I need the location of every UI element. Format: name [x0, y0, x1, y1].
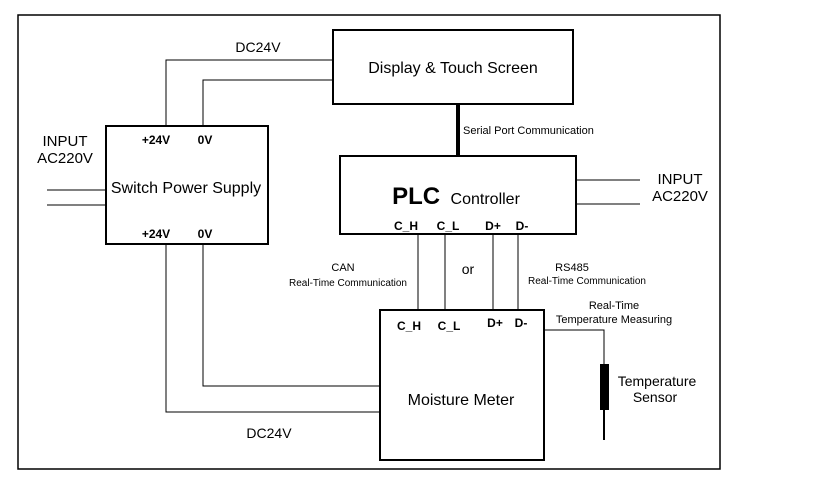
- moisture-title: Moisture Meter: [408, 392, 515, 409]
- ps-bottom-0v: 0V: [198, 227, 213, 241]
- moisture-pin-ch: C_H: [397, 319, 421, 333]
- rs485-subtitle: Real-Time Communication: [528, 276, 646, 287]
- ps-top-24v: +24V: [142, 133, 170, 147]
- temp-sensor-line1: Temperature: [618, 373, 697, 389]
- dc24v-top-wire-zero: [202, 79, 333, 126]
- plc-pin-cl: C_L: [437, 219, 460, 233]
- display-box: [332, 29, 574, 105]
- moisture-pin-cl: C_L: [438, 319, 461, 333]
- temp-sensor-wire: [544, 329, 605, 364]
- dc24v-bottom-label: DC24V: [246, 425, 292, 441]
- display-title: Display & Touch Screen: [368, 60, 538, 77]
- plc-pin-dplus: D+: [485, 219, 501, 233]
- rs485-title: RS485: [555, 262, 589, 274]
- ps-top-0v: 0V: [198, 133, 213, 147]
- plc-box: [339, 155, 577, 235]
- dc24v-top-wire-plus: [165, 59, 333, 126]
- outer-frame: [17, 14, 721, 470]
- input-right-line1: INPUT: [658, 171, 703, 188]
- dc24v-bottom-wire-plus: [165, 244, 380, 413]
- temp-measuring-line2: Temperature Measuring: [556, 314, 672, 326]
- ps-bottom-24v: +24V: [142, 227, 170, 241]
- or-label: or: [462, 261, 475, 277]
- plc-pin-ch: C_H: [394, 219, 418, 233]
- plc-suffix: Controller: [451, 191, 521, 208]
- moisture-pin-dplus: D+: [487, 316, 503, 330]
- power-supply-title: Switch Power Supply: [111, 180, 261, 197]
- can-title: CAN: [331, 262, 354, 274]
- plc-prefix: PLC: [392, 183, 440, 210]
- input-left-line2: AC220V: [37, 150, 93, 167]
- plc-label: PLC Controller: [392, 183, 520, 210]
- moisture-pin-dminus: D-: [515, 316, 528, 330]
- dc24v-top-label: DC24V: [235, 39, 281, 55]
- serial-label: Serial Port Communication: [463, 125, 594, 137]
- moisture-box: [379, 309, 545, 461]
- can-subtitle: Real-Time Communication: [289, 278, 407, 289]
- dc24v-bottom-wire-zero: [202, 244, 380, 387]
- input-right-line2: AC220V: [652, 188, 708, 205]
- temp-sensor-body: [600, 364, 609, 410]
- temp-measuring-line1: Real-Time: [589, 300, 639, 312]
- plc-pin-dminus: D-: [516, 219, 529, 233]
- power-supply-box: [105, 125, 269, 245]
- input-left-line1: INPUT: [43, 133, 88, 150]
- temp-sensor-line2: Sensor: [633, 389, 678, 405]
